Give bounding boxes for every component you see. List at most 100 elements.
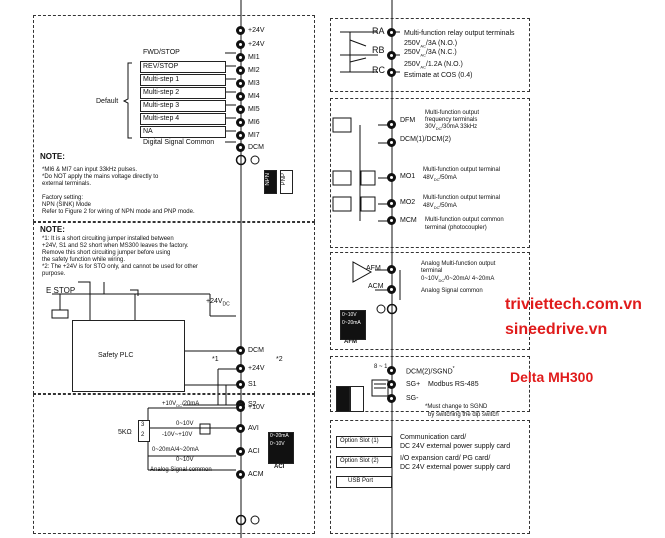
terminal-24v-top	[236, 26, 245, 35]
input-func-box	[140, 100, 226, 112]
mo1-desc: Multi-function output terminal	[423, 167, 501, 173]
dfm-desc: Multi-function output	[425, 110, 480, 116]
terminal-dcm2-sgnd	[387, 366, 396, 375]
terminal-mi1	[236, 53, 245, 62]
relay-desc: 250VAC/1.2A (N.O.)	[404, 61, 463, 70]
terminal-dcm-mid	[236, 346, 245, 355]
terminal-sgm	[387, 394, 396, 403]
terminal-mi6	[236, 118, 245, 127]
note2-line: the safety function while wiring.	[42, 257, 126, 263]
option-slot-2-desc: DC 24V external power supply card	[400, 464, 511, 471]
analog-input-region	[33, 394, 315, 534]
option-slot-2-desc: I/O expansion card/ PG card/	[400, 455, 491, 462]
note2-line: Remove this short circuiting jumper befo…	[42, 250, 171, 256]
avi-desc-2: -10V~+10V	[162, 432, 193, 438]
terminal-mi2	[236, 66, 245, 75]
comm-note: *Must change to SGND	[425, 404, 488, 410]
npn-label: NPN	[265, 173, 271, 186]
aci-switch-opt: 0~10V	[270, 441, 285, 447]
terminal-mo2	[387, 199, 396, 208]
option-slot-2	[336, 456, 392, 468]
sgnd-switch-2	[350, 386, 364, 412]
relay-desc: 250VAC/3A (N.C.)	[404, 49, 457, 58]
sto-region	[33, 222, 315, 394]
note1-line: external terminals.	[42, 181, 92, 187]
output-label: DFM	[400, 117, 416, 124]
relay-desc: Estimate at COS (0.4)	[404, 72, 473, 79]
input-func-label: Multi-step 2	[143, 89, 180, 96]
terminal-label: MI7	[248, 132, 260, 139]
relay-desc: Multi-function relay output terminals	[404, 30, 515, 37]
comm-region	[330, 356, 530, 412]
v10-desc: +10VDC/20mA	[162, 401, 200, 409]
input-func-label: Multi-step 1	[143, 76, 180, 83]
afm-switch-opt: 0~20mA	[342, 320, 361, 326]
dfm-desc: frequency terminals	[425, 117, 478, 123]
avi-desc-1: 0~10V	[176, 421, 194, 427]
input-func-label: REV/STOP	[143, 63, 179, 70]
estop-label: E STOP	[46, 286, 76, 295]
terminal-aci	[236, 447, 245, 456]
aci-switch	[268, 432, 294, 464]
terminal-label: MI5	[248, 106, 260, 113]
output-label: DCM(1)/DCM(2)	[400, 136, 451, 143]
relay-rb: RB	[372, 45, 385, 55]
acm-out-desc: Analog Signal common	[421, 288, 483, 294]
aci-desc: 0~20mA/4~20mA	[152, 447, 199, 453]
note2-line: *1: It is a short circuiting jumper inst…	[42, 236, 174, 242]
terminal-label: ACM	[248, 471, 264, 478]
terminal-24v-mid	[236, 364, 245, 373]
terminal-acm	[236, 470, 245, 479]
note2-line: *2: The +24V is for STO only, and cannot…	[42, 264, 198, 270]
afm-desc: 0~10VDC/0~20mA/ 4~20mA	[421, 276, 495, 284]
pot-pin: 3	[141, 422, 145, 428]
input-func-box	[140, 113, 226, 125]
option-slot-1-desc: DC 24V external power supply card	[400, 443, 511, 450]
relay-desc: 250VAC/3A (N.O.)	[404, 40, 458, 49]
relay-ra: RA	[372, 26, 385, 36]
terminal-avi	[236, 424, 245, 433]
mo2-desc: 48VDC/50mA	[423, 203, 457, 211]
terminal-mi5	[236, 105, 245, 114]
input-region	[33, 15, 315, 222]
safety-plc-label: Safety PLC	[98, 352, 134, 359]
terminal-label: DCM	[248, 347, 264, 354]
option-region	[330, 420, 530, 534]
terminal-label: DCM	[248, 144, 264, 151]
v24dc-label: +24VDC	[206, 298, 230, 308]
usb-port	[336, 476, 392, 488]
safety-plc-box	[72, 320, 185, 392]
pot-pin: 2	[141, 432, 145, 438]
pot-label: 5KΩ	[118, 429, 132, 436]
note1-line: *Do NOT apply the mains voltage directly…	[42, 174, 159, 180]
input-func-box	[140, 126, 226, 138]
note1-line: *MI6 & MI7 can input 33kHz pulses.	[42, 167, 138, 173]
option-slot-1	[336, 436, 392, 448]
terminal-mi3	[236, 79, 245, 88]
comm-label: SG+	[406, 381, 421, 388]
note1-line: Refer to Figure 2 for wiring of NPN mode…	[42, 209, 195, 215]
mo1-desc: 48VDC/50mA	[423, 175, 457, 183]
comm-label: SG-	[406, 395, 419, 402]
acm-desc: Analog Signal common	[150, 467, 212, 473]
input-func-label: FWD/STOP	[143, 49, 180, 56]
default-label: Default	[96, 98, 119, 105]
note2-line: +24V, S1 and S2 short when MS300 leaves …	[42, 243, 189, 249]
afm-label: AFM	[366, 265, 381, 272]
terminal-rb	[387, 51, 396, 60]
sgp-desc: Modbus RS-485	[428, 381, 479, 388]
terminal-24v-2	[236, 40, 245, 49]
terminal-dfm	[387, 120, 396, 129]
afm-switch-opt: 0~10V	[342, 312, 357, 318]
terminal-label: +10V	[248, 404, 265, 411]
input-func-label: Multi-step 4	[143, 115, 180, 122]
acm-out-label: ACM	[368, 283, 384, 290]
note2-title: NOTE:	[40, 225, 65, 234]
mo2-desc: Multi-function output terminal	[423, 195, 501, 201]
watermark-site-2: sineedrive.vn	[505, 321, 608, 338]
terminal-label: S2	[248, 401, 257, 408]
note1-line: NPN (SINK) Mode	[42, 202, 92, 208]
sgnd-switch	[336, 386, 350, 412]
input-func-box	[140, 61, 226, 73]
terminal-mi4	[236, 92, 245, 101]
